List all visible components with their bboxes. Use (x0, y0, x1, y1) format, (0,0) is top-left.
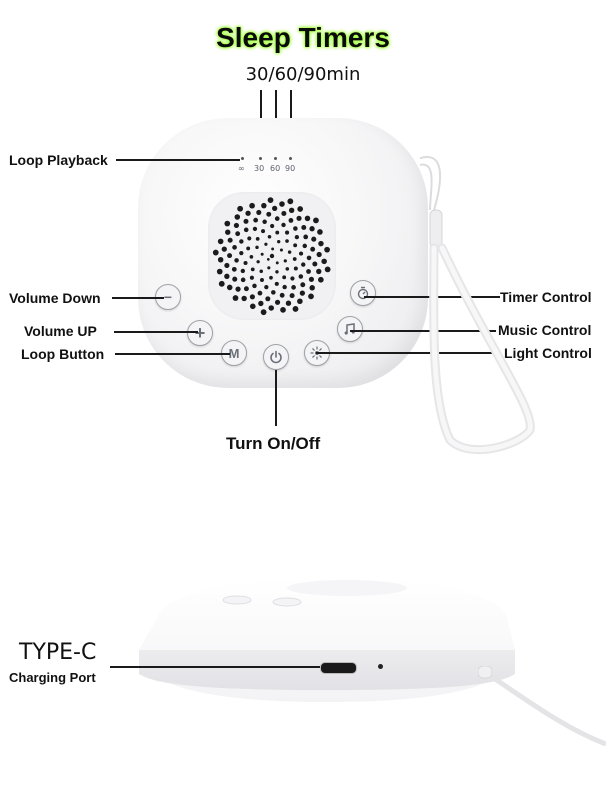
timer-button[interactable] (350, 280, 376, 306)
loop-m-icon: M (228, 345, 240, 361)
timer-30-label: 30 (254, 164, 265, 173)
timer-30-led (259, 157, 262, 160)
plus-icon: + (194, 322, 206, 343)
timer-icon (357, 286, 369, 300)
power-button[interactable] (263, 344, 289, 370)
loop-indicator-led (241, 157, 244, 160)
light-control-label: Light Control (504, 345, 592, 361)
turn-on-off-label: Turn On/Off (226, 434, 321, 453)
loop-playback-callout-line (116, 159, 240, 161)
timer-60-led (274, 157, 277, 160)
timer-90-led (289, 157, 292, 160)
loop-button-callout-line (115, 353, 230, 355)
charging-port-label: Charging Port (9, 670, 96, 685)
timer-options-label: 30/60/90min (245, 64, 361, 85)
loop-indicator-label: ∞ (238, 164, 245, 173)
power-icon (270, 350, 282, 364)
sun-icon (310, 346, 324, 360)
minus-icon: − (163, 289, 173, 305)
music-control-label: Music Control (498, 322, 592, 338)
timer-60-label: 60 (270, 164, 281, 173)
volume-up-callout-line (114, 331, 198, 333)
device-side-view (139, 578, 515, 702)
speaker-grill (208, 192, 336, 320)
port-callout-line (110, 666, 320, 668)
port-type-label: TYPE-C (19, 640, 97, 665)
speaker-holes-icon (212, 197, 331, 316)
timer-90-label: 90 (285, 164, 296, 173)
music-button[interactable] (337, 316, 363, 342)
loop-button-label: Loop Button (21, 346, 105, 362)
wrist-strap (420, 156, 535, 454)
volume-up-button[interactable]: + (187, 320, 213, 346)
music-control-callout-line (350, 330, 496, 332)
light-control-callout-line (316, 352, 499, 354)
page-title: Sleep Timers (216, 22, 390, 53)
loop-playback-label: Loop Playback (9, 152, 108, 168)
volume-down-callout-line (112, 297, 164, 299)
volume-up-label: Volume UP (24, 323, 97, 339)
microphone-hole (378, 664, 383, 669)
volume-down-label: Volume Down (9, 290, 101, 306)
usb-c-port[interactable] (320, 662, 357, 674)
music-note-icon (344, 323, 355, 335)
timer-control-label: Timer Control (500, 289, 592, 305)
strap-cord (478, 666, 606, 746)
power-callout-line (275, 370, 277, 426)
